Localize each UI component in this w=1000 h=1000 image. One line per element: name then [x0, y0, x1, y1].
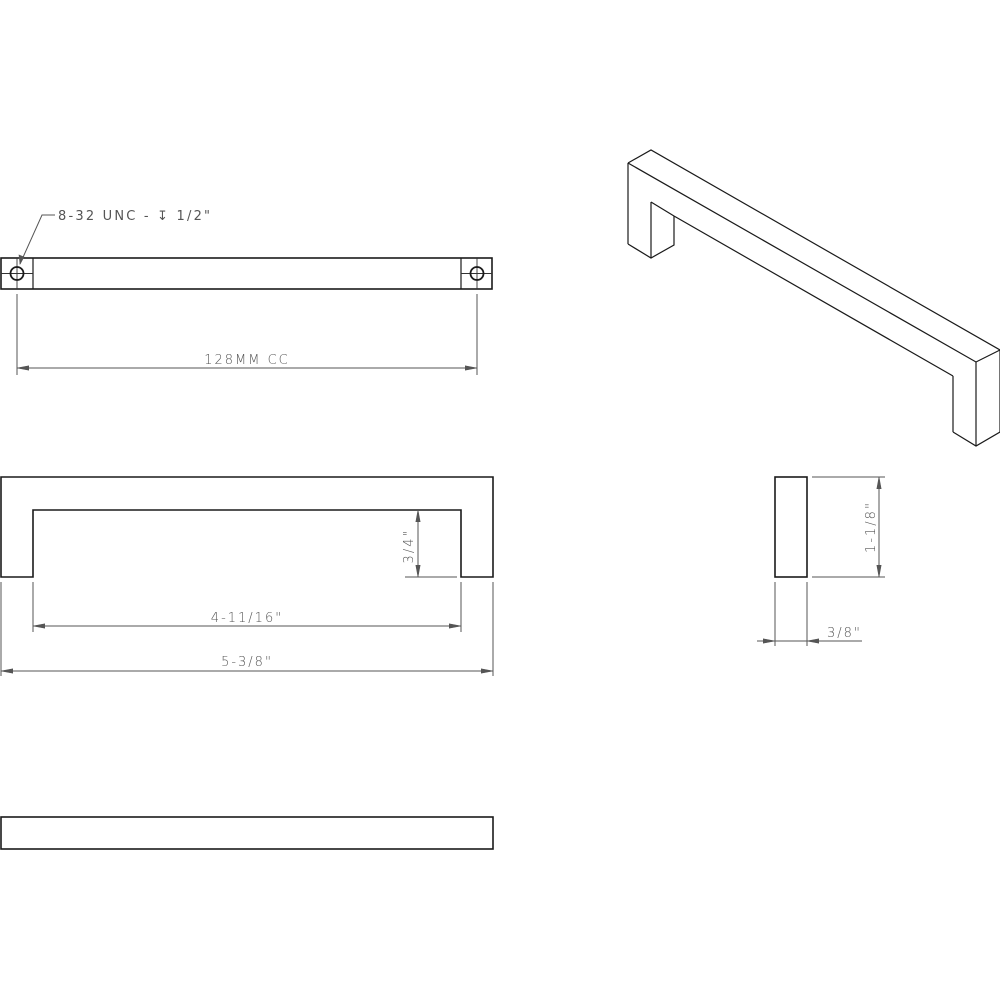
overall-length-label: 5-3/8"	[221, 655, 273, 670]
projection-label: 3/4"	[402, 529, 417, 564]
center-to-center-label: 128MM CC	[204, 353, 290, 368]
top-view: 8-32 UNC - ↧ 1/2" 128MM CC	[0, 209, 493, 375]
projection-dimension	[405, 510, 457, 578]
iso-right-post-bottom	[952, 431, 1000, 447]
inside-length-dimension	[32, 582, 462, 632]
bottom-view	[0, 816, 494, 850]
side-view: 1-1/8" 3/8"	[757, 476, 885, 646]
iso-top-back-edge	[627, 149, 1000, 351]
isometric-view	[627, 149, 1000, 447]
inside-length-label: 4-11/16"	[211, 611, 283, 626]
left-mounting-hole-icon	[1, 258, 33, 289]
side-view-profile	[774, 476, 808, 578]
iso-top-front-edge	[627, 162, 1000, 363]
front-view: 3/4" 4-11/16" 5-3/8"	[0, 476, 494, 676]
width-label: 3/8"	[827, 626, 862, 641]
width-dimension	[757, 582, 862, 646]
center-to-center-dimension	[16, 294, 478, 375]
iso-underside-edge	[650, 201, 954, 377]
thread-note-leader	[18, 214, 55, 265]
front-view-profile	[0, 476, 494, 578]
thread-note: 8-32 UNC - ↧ 1/2"	[58, 209, 212, 224]
iso-left-post-bottom	[627, 216, 675, 259]
top-view-bar-outline	[0, 257, 493, 290]
height-dimension	[812, 476, 885, 578]
right-mounting-hole-icon	[461, 258, 492, 289]
overall-length-dimension	[0, 582, 494, 676]
bottom-view-bar-outline	[0, 816, 494, 850]
height-label: 1-1/8"	[864, 501, 879, 553]
